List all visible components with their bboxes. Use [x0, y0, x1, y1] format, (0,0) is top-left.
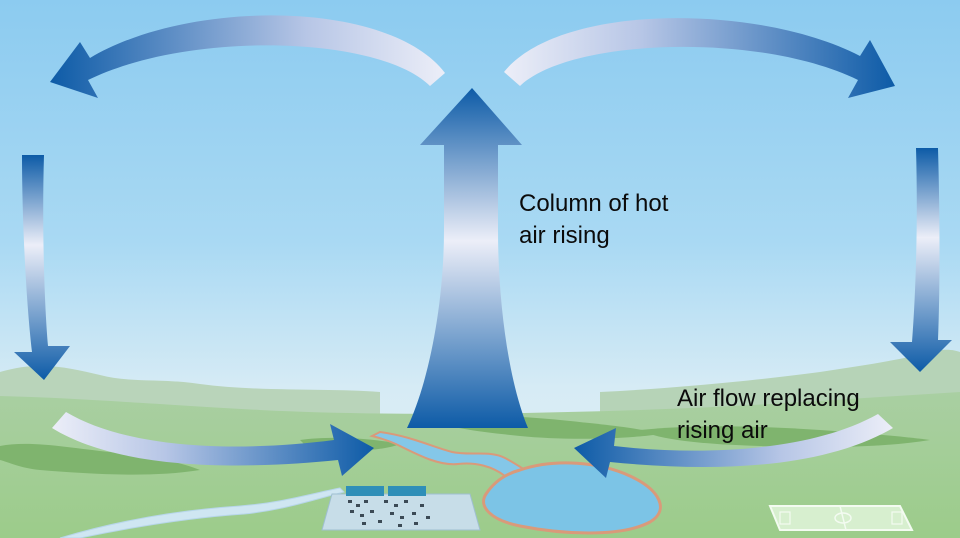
- top-right-arrow: [504, 18, 895, 98]
- sports-field-icon: [768, 505, 914, 531]
- stream-icon: [59, 487, 345, 538]
- hot-air-column-label: Column of hot air rising: [519, 188, 668, 252]
- bottom-left-inflow-arrow: [52, 412, 374, 476]
- hot-air-label-line-2: air rising: [519, 222, 610, 249]
- replacing-air-label-line-1: Air flow replacing: [677, 385, 860, 412]
- rising-air-arrow: [407, 88, 528, 428]
- replacing-air-label: Air flow replacing rising air: [677, 383, 860, 447]
- right-downward-arrow: [890, 148, 952, 372]
- replacing-air-label-line-2: rising air: [677, 417, 768, 444]
- bottom-right-inflow-arrow: [574, 414, 893, 478]
- lake-icon: [482, 461, 662, 535]
- top-left-arrow: [50, 15, 445, 99]
- factory-icon: [321, 486, 481, 531]
- left-downward-arrow: [14, 155, 70, 380]
- hot-air-label-line-1: Column of hot: [519, 190, 669, 217]
